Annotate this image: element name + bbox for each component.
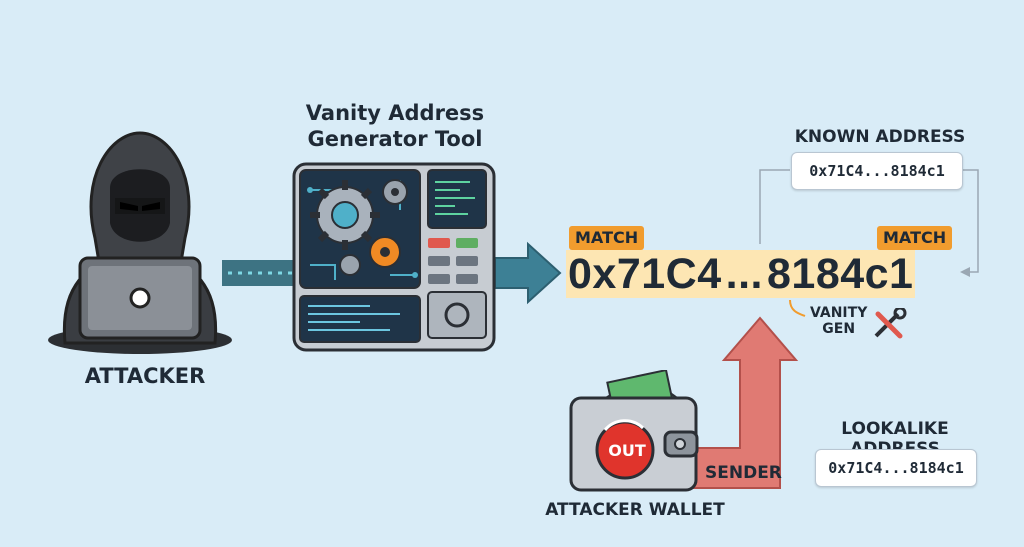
known-address-box: 0x71C4...8184c1	[791, 152, 963, 190]
vanity-gen-label: VANITY GEN	[810, 305, 867, 337]
gear-icon	[382, 179, 408, 205]
match-badge-left: MATCH	[569, 226, 645, 250]
wallet-out-badge: OUT	[608, 441, 646, 460]
gear-icon	[339, 254, 361, 276]
gear-icon	[369, 236, 401, 268]
attacker-label: ATTACKER	[84, 364, 206, 388]
lookalike-address-box: 0x71C4...8184c1	[815, 449, 977, 487]
generated-address: 0x71C4...8184c1	[566, 250, 916, 300]
vanity-gen-bracket	[789, 299, 806, 317]
known-address-title: KNOWN ADDRESS	[794, 127, 966, 147]
attacker-wallet-label: ATTACKER WALLET	[545, 500, 725, 520]
tool-title: Vanity Address Generator Tool	[290, 100, 500, 152]
address-prefix: 0x71C4	[566, 250, 724, 298]
known-address-connector	[759, 169, 790, 244]
tool-title-line2: Generator Tool	[307, 127, 483, 151]
wallet-icon	[569, 370, 699, 492]
tool-title-line1: Vanity Address	[305, 101, 485, 125]
address-middle: ...	[723, 250, 765, 298]
attacker-to-tool-link	[222, 260, 296, 286]
tool-to-address-arrow	[494, 241, 562, 305]
sender-label: SENDER	[705, 463, 782, 483]
vanity-gen-line1: VANITY	[810, 305, 868, 321]
wallet-to-address-arrow	[689, 316, 799, 489]
tools-icon	[874, 308, 907, 339]
known-address-return-connector	[962, 169, 979, 273]
attacker-icon	[48, 131, 232, 354]
match-badge-right: MATCH	[877, 226, 953, 250]
gear-icon	[310, 180, 380, 250]
vanity-generator-machine	[292, 162, 496, 352]
vanity-gen-line2: GEN	[822, 321, 856, 337]
address-suffix: 8184c1	[764, 250, 916, 298]
